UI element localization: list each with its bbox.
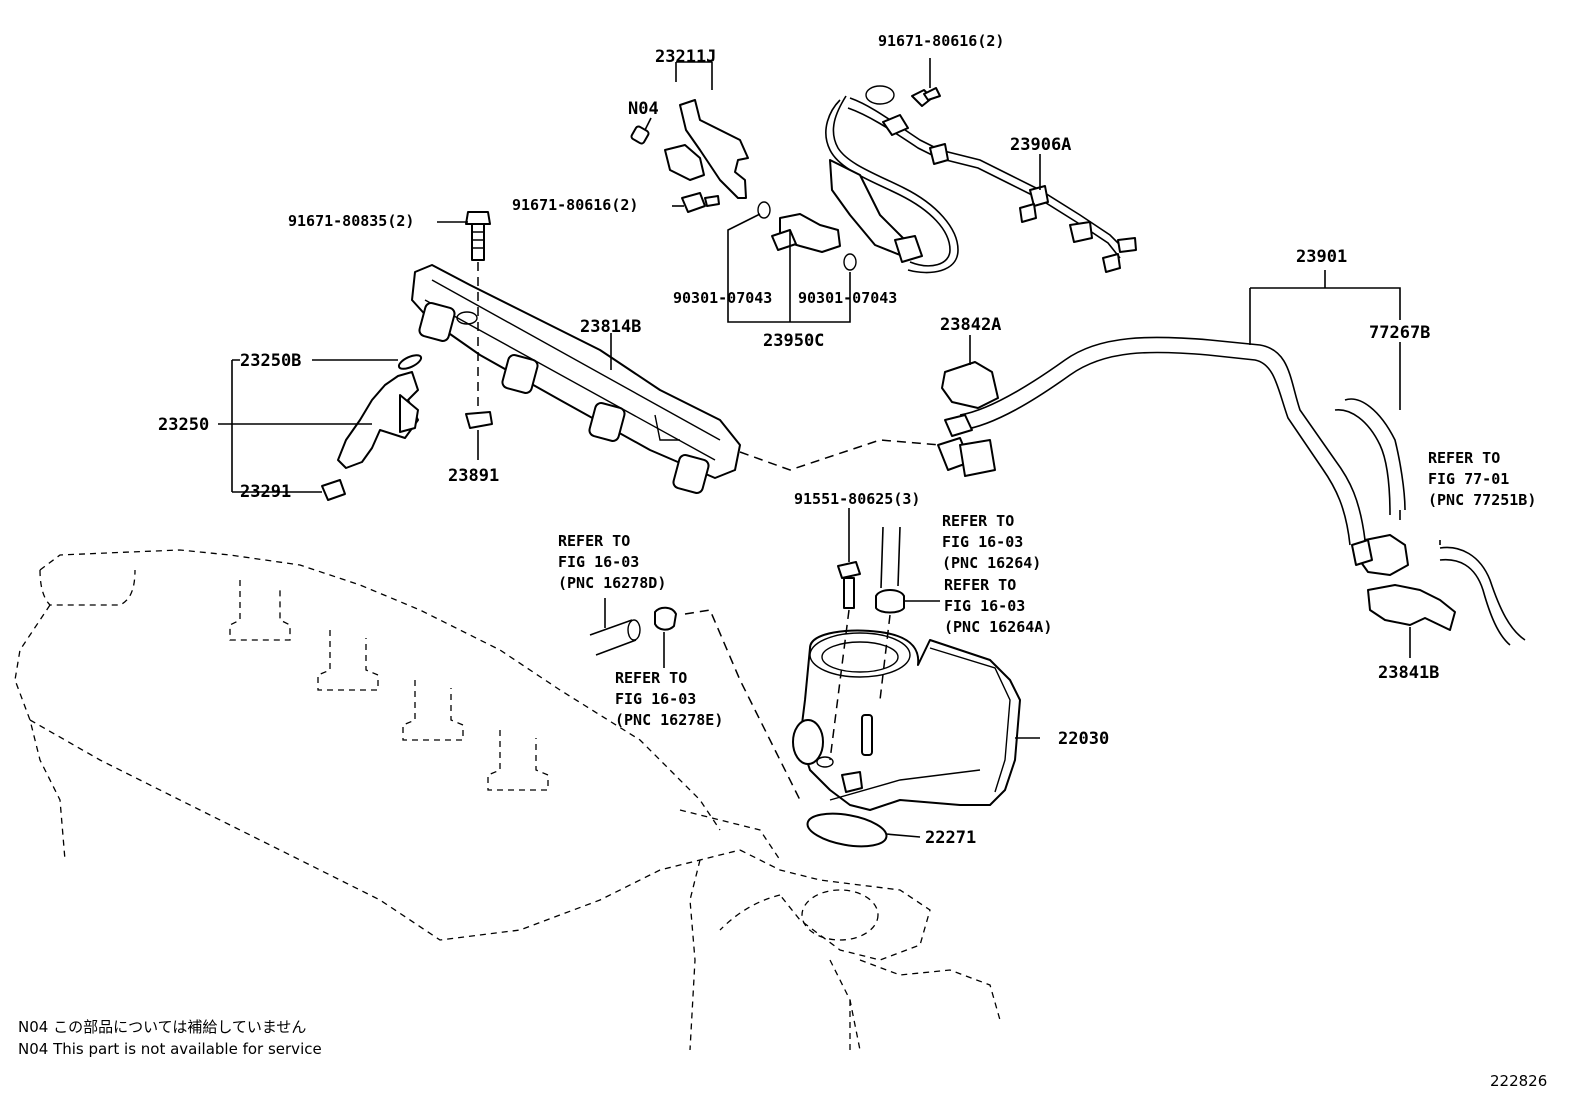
hose-77251B: [1439, 546, 1526, 646]
hose-16264: [875, 526, 940, 701]
part-labels: 23211J N04 91671-80616(2) 23906A 91671-8…: [158, 32, 1439, 848]
label-23841B: 23841B: [1378, 663, 1439, 683]
hose-16278D: [589, 606, 801, 801]
rail-tube-link: [739, 439, 941, 471]
label-23891: 23891: [448, 466, 499, 486]
label-23250B: 23250B: [240, 351, 301, 371]
fuel-rail: [411, 264, 741, 494]
label-77267B: 77267B: [1369, 323, 1430, 343]
ref-16264-line3: (PNC 16264): [942, 554, 1041, 572]
connector-23842A: [941, 361, 999, 409]
engine-outline: [14, 549, 1001, 1051]
label-91671-80616-mid: 91671-80616(2): [512, 196, 638, 214]
label-22030: 22030: [1058, 729, 1109, 749]
note-n04-japanese: N04 この部品については補給していません: [18, 1018, 306, 1036]
ref-16278E-line3: (PNC 16278E): [615, 711, 723, 729]
label-23814B: 23814B: [580, 317, 641, 337]
label-23211J: 23211J: [655, 47, 716, 67]
label-22271: 22271: [925, 828, 976, 848]
label-23901: 23901: [1296, 247, 1347, 267]
label-91671-80835: 91671-80835(2): [288, 212, 414, 230]
gasket-22271: [806, 812, 888, 848]
label-N04: N04: [628, 99, 659, 119]
connector-23841B: [1367, 584, 1456, 631]
note-n04-english: N04 This part is not available for servi…: [18, 1040, 322, 1058]
ref-16278D-line1: REFER TO: [558, 532, 630, 550]
throttle-body-22030: [792, 629, 1021, 811]
ref-77-01-line2: FIG 77-01: [1428, 470, 1509, 488]
ref-16278E-line1: REFER TO: [615, 669, 687, 687]
injector-23250: [321, 354, 423, 501]
fuel-tube-23901: [937, 336, 1409, 576]
leader-lines: [218, 61, 1441, 838]
label-23842A: 23842A: [940, 315, 1001, 335]
bolt-91551-80625: [829, 561, 861, 761]
label-91551-80625: 91551-80625(3): [794, 490, 920, 508]
label-90301-07043-a: 90301-07043: [673, 289, 772, 307]
ref-77-01-line1: REFER TO: [1428, 449, 1500, 467]
ref-16278E-line2: FIG 16-03: [615, 690, 696, 708]
ref-77-01-line3: (PNC 77251B): [1428, 491, 1536, 509]
injector-23950C: [757, 201, 857, 271]
spacer-23891: [465, 411, 493, 429]
label-23250: 23250: [158, 415, 209, 435]
bolt-91671-80835: [465, 211, 491, 415]
label-90301-07043-b: 90301-07043: [798, 289, 897, 307]
ref-16264A-line2: FIG 16-03: [944, 597, 1025, 615]
reference-notes: REFER TO FIG 77-01 (PNC 77251B) REFER TO…: [558, 449, 1536, 729]
ref-16264-line1: REFER TO: [942, 512, 1014, 530]
label-23906A: 23906A: [1010, 135, 1071, 155]
ref-16264A-line3: (PNC 16264A): [944, 618, 1052, 636]
ref-16264-line2: FIG 16-03: [942, 533, 1023, 551]
footer-notes: N04 この部品については補給していません N04 This part is n…: [18, 1018, 1547, 1090]
bolt-91671-80616-top: [911, 58, 941, 107]
harness-23906A: [825, 85, 1137, 274]
ref-16278D-line3: (PNC 16278D): [558, 574, 666, 592]
figure-id: 222826: [1490, 1072, 1547, 1090]
ref-16264A-line1: REFER TO: [944, 576, 1016, 594]
ref-16278D-line2: FIG 16-03: [558, 553, 639, 571]
label-91671-80616-top: 91671-80616(2): [878, 32, 1004, 50]
label-23950C: 23950C: [763, 331, 824, 351]
bracket-23211J: [630, 99, 749, 213]
label-23291: 23291: [240, 482, 291, 502]
